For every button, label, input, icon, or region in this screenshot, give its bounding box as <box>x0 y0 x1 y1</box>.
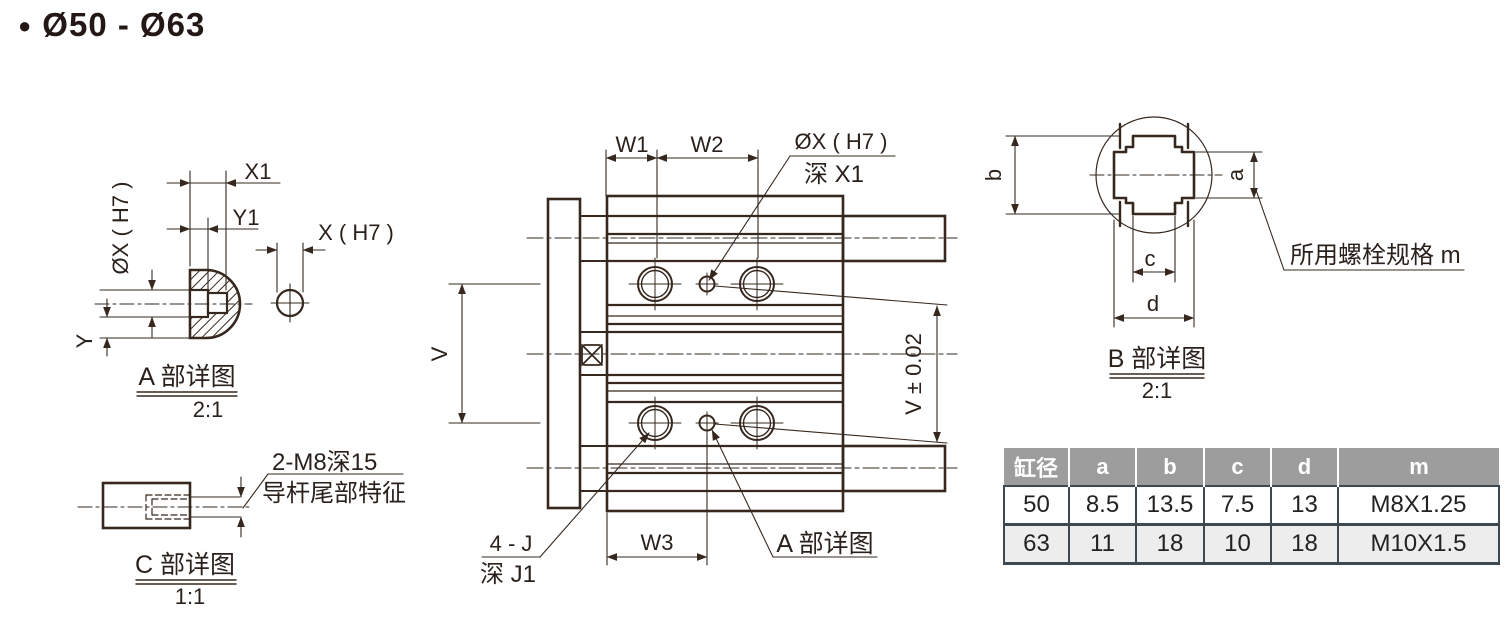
detail-b-labels: b a c d B 部详图 2:1 所用螺栓规格 m <box>981 168 1461 403</box>
detail-a-scale: 2:1 <box>193 397 224 422</box>
cell-m: M10X1.5 <box>1337 524 1500 564</box>
dim-d: d <box>1147 291 1159 316</box>
col-header-d: d <box>1270 448 1338 486</box>
col-header-m: m <box>1337 448 1499 486</box>
detail-c-view <box>77 473 404 585</box>
cell-d: 13 <box>1270 486 1338 525</box>
col-header-bore: 缸径 <box>1004 448 1069 486</box>
detail-a-ref: A 部详图 <box>776 530 873 558</box>
dim-v: V <box>427 346 452 361</box>
page-title: ● Ø50 - Ø63 <box>18 6 205 44</box>
thread-note: 2-M8深15 <box>272 449 377 476</box>
col-header-b: b <box>1135 448 1204 486</box>
cell-d: 18 <box>1270 524 1338 564</box>
hole-note-line1: ØX ( H7 ) <box>795 129 888 154</box>
dim-x-h7: X ( H7 ) <box>318 220 394 245</box>
dim-c: c <box>1145 246 1156 271</box>
table-row: 63 11 18 10 18 M10X1.5 <box>1003 524 1500 564</box>
detail-b-title: B 部详图 <box>1108 345 1207 373</box>
col-header-c: c <box>1203 448 1271 486</box>
detail-c-title: C 部详图 <box>135 551 235 579</box>
cell-a: 11 <box>1068 524 1136 564</box>
detail-a-labels: X1 Y1 ØX ( H7 ) X ( H7 ) Y A 部详图 2:1 <box>72 159 394 422</box>
dim-b: b <box>981 169 1006 181</box>
cell-a: 8.5 <box>1068 486 1136 525</box>
cell-c: 7.5 <box>1203 486 1271 525</box>
dim-w2: W2 <box>691 132 724 157</box>
hole-note-line2: 深 X1 <box>804 161 864 188</box>
spec-table: 缸径 a b c d m 50 8.5 13.5 7.5 13 M8X1.25 … <box>1003 448 1500 565</box>
cell-c: 10 <box>1203 524 1271 564</box>
table-row: 50 8.5 13.5 7.5 13 M8X1.25 <box>1003 486 1500 525</box>
main-view <box>448 149 958 566</box>
spec-table-header-row: 缸径 a b c d m <box>1004 448 1499 486</box>
rod-cross-profile <box>1112 134 1196 216</box>
detail-b-view <box>1005 116 1465 379</box>
dim-w1: W1 <box>616 132 649 157</box>
detail-a-title: A 部详图 <box>138 363 235 391</box>
dim-v-tol: V ± 0.02 <box>901 333 926 415</box>
dim-a: a <box>1223 168 1248 181</box>
detail-a-view <box>94 170 326 397</box>
dim-w3: W3 <box>641 530 674 555</box>
rod-tail-note: 导杆尾部特征 <box>262 480 406 507</box>
page-title-text: Ø50 - Ø63 <box>42 6 206 43</box>
col-header-a: a <box>1068 448 1136 486</box>
dim-y1: Y1 <box>233 205 260 230</box>
corner-note-line2: 深 J1 <box>480 561 536 588</box>
detail-c-scale: 1:1 <box>175 584 206 609</box>
main-view-labels: W1 W2 ØX ( H7 ) 深 X1 V V ± 0.02 W3 4 - J… <box>427 129 926 588</box>
dim-dia-x-h7: ØX ( H7 ) <box>108 182 133 275</box>
detail-b-scale: 2:1 <box>1142 378 1173 403</box>
detail-c-labels: 2-M8深15 导杆尾部特征 C 部详图 1:1 <box>135 449 406 609</box>
cell-m: M8X1.25 <box>1337 486 1500 525</box>
corner-note-line1: 4 - J <box>490 531 533 556</box>
piston-rod-end-marker <box>581 344 603 366</box>
cell-b: 13.5 <box>1135 486 1204 525</box>
dim-x1: X1 <box>245 159 272 184</box>
cell-bore: 50 <box>1003 486 1069 525</box>
cell-bore: 63 <box>1003 524 1069 564</box>
dim-y: Y <box>72 333 97 348</box>
bullet-icon: ● <box>18 13 33 38</box>
bolt-spec-note: 所用螺栓规格 m <box>1290 242 1461 269</box>
cell-b: 18 <box>1135 524 1204 564</box>
